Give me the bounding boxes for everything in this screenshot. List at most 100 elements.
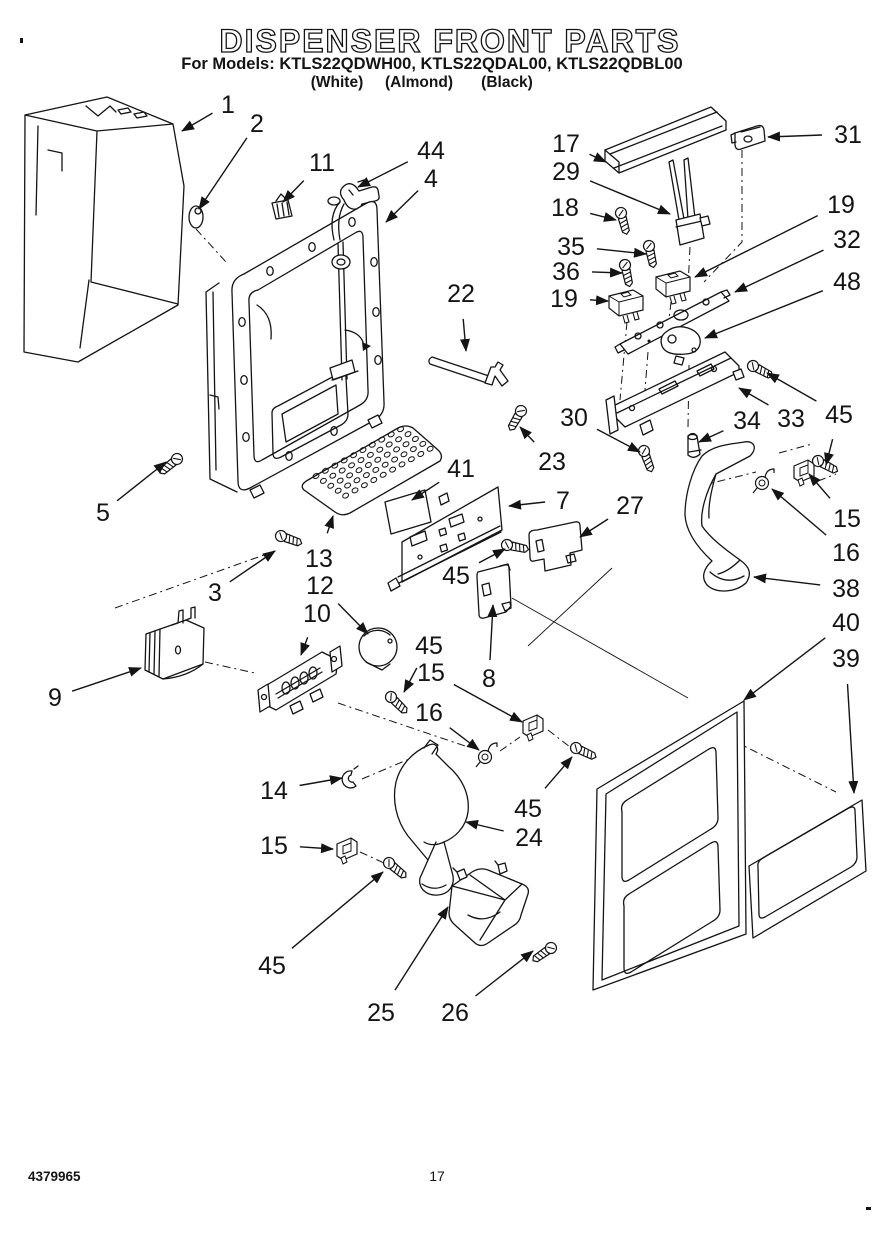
callout-number: 15 [417,659,445,687]
screw-icon-45 [380,854,410,882]
callout-12: 12 [306,572,369,635]
callout-15: 15 [417,659,523,723]
callout-8: 8 [482,604,498,693]
callout-4: 4 [385,165,438,223]
hook-clip-part-14 [341,765,359,789]
funnel-part-25 [448,860,530,947]
callout-number: 5 [96,499,110,527]
callout-number: 18 [551,194,579,222]
callout-number: 12 [306,572,334,600]
sticker-part-41 [384,489,432,535]
page-title: DISPENSER FRONT PARTS [220,23,681,59]
callout-44: 44 [357,137,445,188]
callout-number: 15 [833,505,861,533]
callout-number: 23 [538,448,566,476]
callout-number: 45 [442,562,470,590]
callout-35: 35 [557,233,647,261]
callout-5: 5 [96,461,167,527]
callout-7: 7 [508,487,570,515]
microswitch-icon [608,289,644,324]
fill-tube-part-22 [428,356,509,387]
cover-plate-part-8 [476,563,512,619]
trim-strip-part-17 [604,106,727,174]
callout-number: 25 [367,999,395,1027]
callout-number: 3 [208,579,222,607]
callout-number: 27 [616,492,644,520]
callout-number: 9 [48,684,62,712]
callout-number: 32 [833,226,861,254]
screw-icon-45 [568,740,599,763]
callout-10: 10 [300,600,331,656]
callout-number: 15 [260,832,288,860]
callout-11: 11 [282,149,335,203]
finish-black: (Black) [481,74,533,91]
grille-hole-grid [312,426,434,499]
clip-part-31 [730,124,766,151]
callout-number: 34 [733,407,761,435]
callout-number: 45 [258,952,286,980]
screw-icon-45 [499,537,531,556]
roller-pin-part-34 [687,432,702,458]
callout-41: 41 [411,455,475,501]
screw-icon-45 [744,357,776,382]
clip-part-11 [271,193,293,220]
callout-13: 13 [305,515,334,573]
callout-17: 17 [552,130,607,163]
callout-25: 25 [367,906,449,1027]
callout-number: 4 [424,165,438,193]
callout-number: 24 [515,824,543,852]
callout-2: 2 [198,110,264,210]
screw-icon-5 [156,450,186,478]
spring-icon [752,468,775,494]
callout-number: 33 [777,405,805,433]
callout-number: 40 [832,609,860,637]
callout-number: 48 [833,268,861,296]
callout-26: 26 [441,950,534,1027]
callout-19: 19 [550,285,609,313]
callout-number: 45 [514,795,542,823]
callout-number: 16 [832,539,860,567]
callout-number: 13 [305,545,333,573]
screw-icon-45 [382,688,412,718]
cover-part-48 [660,326,701,366]
callout-16: 16 [771,488,860,567]
callout-45: 45 [766,372,853,466]
callout-number: 45 [415,632,443,660]
actuator-lever-part-24 [393,739,469,896]
latch-icon [522,714,544,742]
callout-34: 34 [698,407,761,443]
callout-16: 16 [415,699,480,751]
recess-housing-rear [205,282,238,493]
callout-number: 1 [221,91,235,119]
screw-icon-23 [504,402,530,434]
dispenser-frame-part-4 [231,196,385,499]
callout-29: 29 [552,158,671,215]
callout-45: 45 [258,871,384,980]
callout-number: 30 [560,404,588,432]
callout-number: 45 [825,401,853,429]
callout-number: 16 [415,699,443,727]
callout-40: 40 [743,609,860,701]
cam-disc-part-12 [358,627,398,671]
cover-plate-part-27 [528,521,583,572]
page-number: 17 [429,1168,445,1184]
dispenser-housing-part-1 [23,96,185,363]
heater-bracket-part-10 [257,645,343,715]
finish-white: (White) [311,74,364,91]
latch-icon [793,459,815,487]
grommet-part-2 [188,205,204,229]
document-part-number: 4379965 [28,1169,81,1184]
end-cap-part-9 [144,606,205,680]
callout-number: 38 [832,575,860,603]
callout-15: 15 [260,832,334,860]
callout-32: 32 [734,226,861,293]
callout-number: 41 [447,455,475,483]
screw-icon-45 [809,452,841,477]
control-panel-part-7 [387,486,503,592]
finishes-line: (White)(Almond)(Black) [311,74,533,91]
mounting-bracket-part-33 [605,351,745,436]
microswitch-icon [655,270,691,305]
actuator-lever-part-38 [684,441,755,592]
